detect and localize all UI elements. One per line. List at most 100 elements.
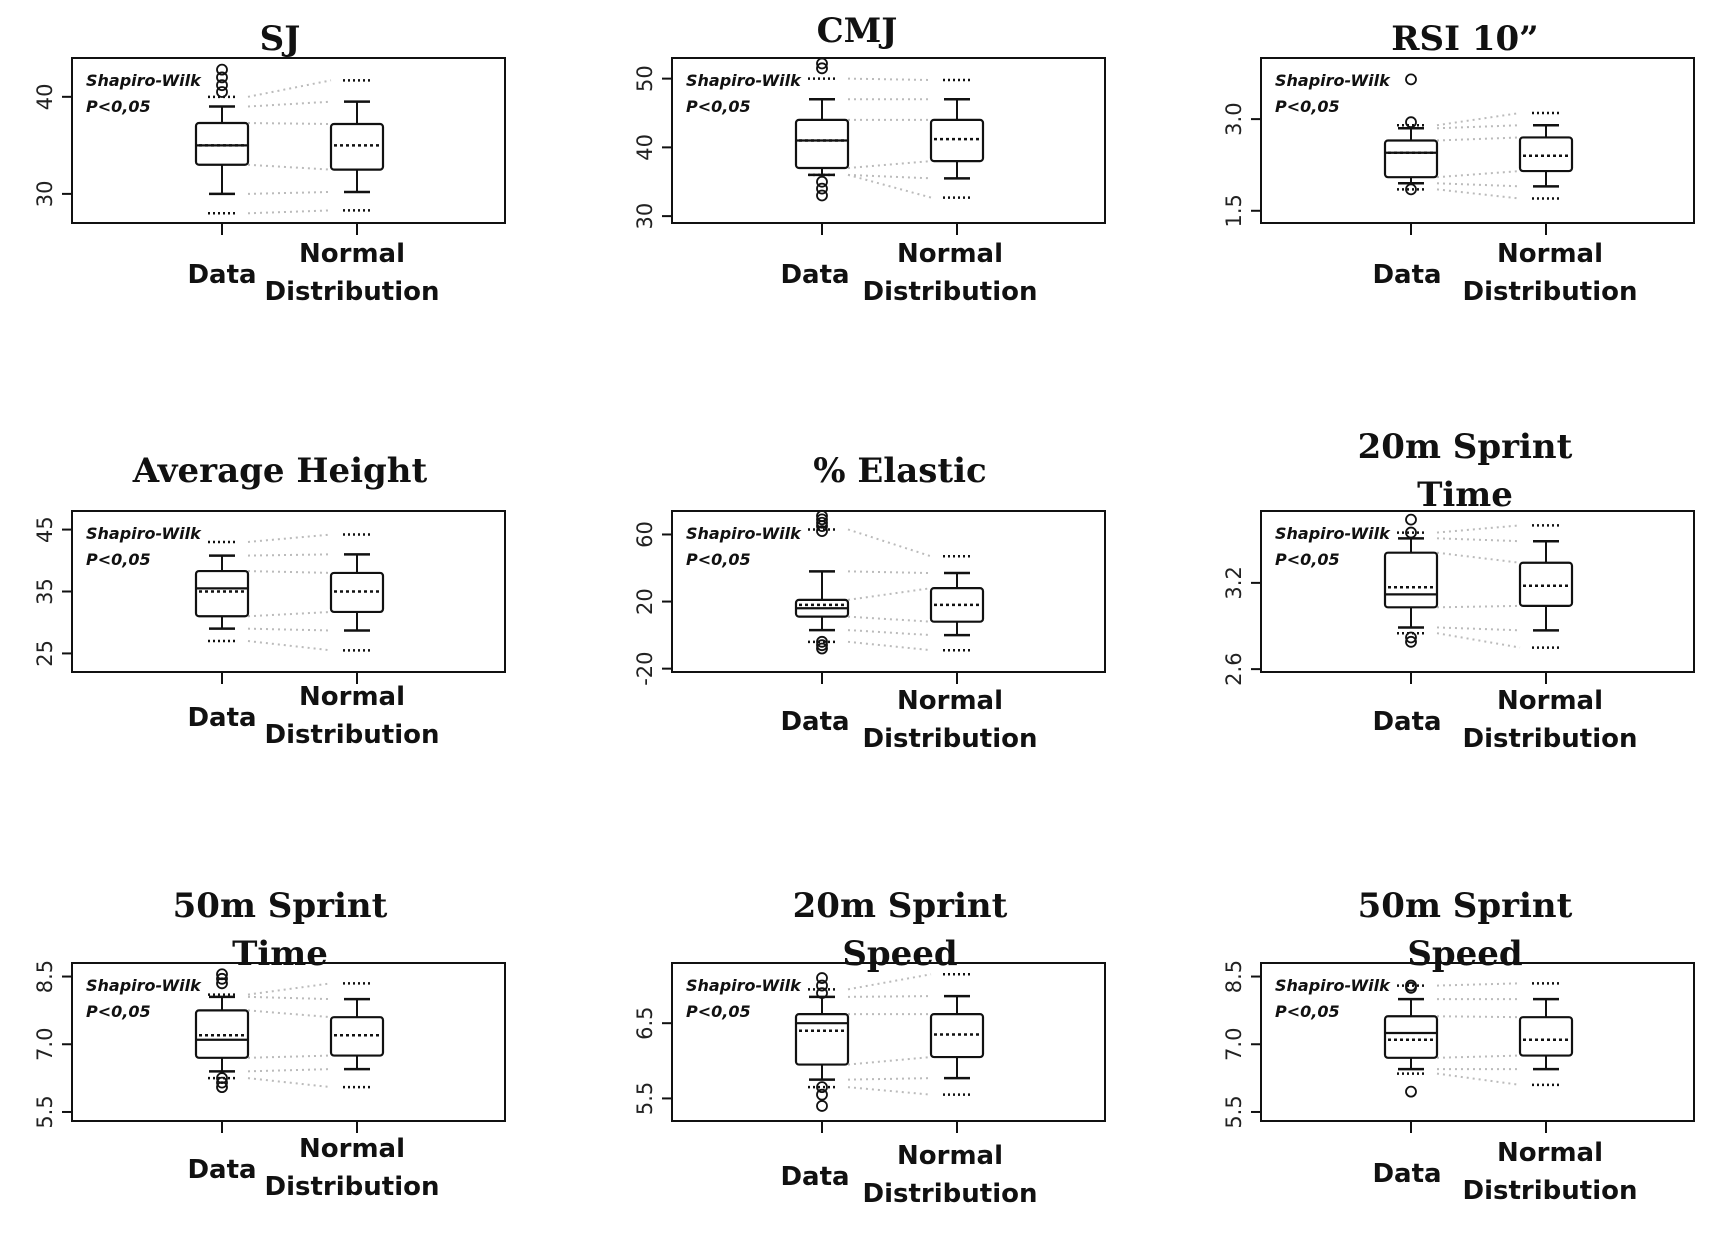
chart-title: 50m Sprint [173,886,388,926]
category-label-data: Data [187,703,256,733]
category-label-data: Data [780,1162,849,1192]
category-label-normal: Distribution [863,724,1038,754]
outlier-point [816,525,828,538]
y-tick-label: 35 [33,578,57,605]
plot-frame [1260,510,1695,673]
category-label-normal: Distribution [863,277,1038,307]
shapiro-wilk-annotation: Shapiro-Wilk [1275,71,1391,90]
connector-line [847,587,932,601]
shapiro-wilk-annotation: P<0,05 [1275,97,1340,116]
y-tick-label: 8.5 [33,960,57,993]
outlier-point [816,513,828,526]
connector-line [247,1009,332,1019]
box-iqr [1383,1015,1439,1059]
category-label-normal: Distribution [1463,1176,1638,1206]
y-tick-label: 25 [33,640,57,667]
outlier-point [216,63,228,76]
connector-line [247,190,332,195]
category-label-normal: Normal [299,1134,405,1164]
box-iqr [794,1013,850,1066]
connector-line [247,553,332,557]
plot-frame [671,510,1106,673]
chart-title: SJ [260,19,301,59]
shapiro-wilk-annotation: Shapiro-Wilk [86,976,202,995]
shapiro-wilk-annotation: P<0,05 [86,97,151,116]
box-data [1383,73,1439,235]
shapiro-wilk-annotation: Shapiro-Wilk [86,71,202,90]
plot-frame [1260,57,1695,224]
shapiro-wilk-annotation: Shapiro-Wilk [686,71,802,90]
category-label-normal: Normal [897,239,1003,269]
chart-panel: SJ3040Shapiro-WilkP<0,05DataNormalDistri… [33,19,506,307]
connector-line [247,995,332,1001]
y-tick-label: 5.5 [633,1082,657,1115]
connector-line [1436,1054,1521,1059]
shapiro-wilk-annotation: P<0,05 [686,97,751,116]
connector-line [247,209,332,215]
chart-title: % Elastic [813,451,986,491]
connector-line [847,1077,932,1081]
outlier-point [1405,116,1417,129]
category-label-normal: Distribution [1463,277,1638,307]
category-label-data: Data [187,260,256,290]
box-iqr [1383,139,1439,179]
shapiro-wilk-annotation: Shapiro-Wilk [686,524,802,543]
outlier-point [816,1081,828,1094]
box-data [194,540,250,684]
plot-frame [71,57,506,224]
y-tick-label: 5.5 [1222,1095,1246,1128]
connector-line [847,640,932,652]
connector-line [247,1068,332,1073]
shapiro-wilk-annotation: Shapiro-Wilk [1275,976,1391,995]
y-tick-label: 30 [33,181,57,208]
box-iqr [794,118,850,170]
outlier-point [216,968,228,981]
connector-line [1436,170,1521,179]
y-tick-label: 3.2 [1222,566,1246,599]
shapiro-wilk-annotation: Shapiro-Wilk [1275,524,1391,543]
y-tick-label: 60 [633,521,657,548]
connector-line [1436,112,1521,127]
y-tick-label: 6.5 [633,1006,657,1039]
box-iqr [329,1016,385,1057]
plot-frame [1260,962,1695,1122]
box-data [794,510,850,684]
connector-line [1436,604,1521,609]
connector-line [847,528,932,558]
chart-title: 20m Sprint [793,886,1008,926]
shapiro-wilk-annotation: P<0,05 [86,1002,151,1021]
box-normal [329,533,385,684]
connector-line [847,615,932,623]
shapiro-wilk-annotation: Shapiro-Wilk [86,524,202,543]
category-label-normal: Distribution [265,720,440,750]
box-data [794,972,850,1133]
category-label-normal: Distribution [265,1172,440,1202]
box-iqr [929,118,985,163]
outlier-point [216,1072,228,1085]
category-label-normal: Normal [897,1141,1003,1171]
chart-title: Time [232,934,328,974]
connector-line [847,1056,932,1066]
y-tick-label: 1.5 [1222,194,1246,227]
chart-title: RSI 10” [1391,19,1538,59]
box-normal [1518,111,1574,235]
y-tick-label: 7.0 [1222,1028,1246,1061]
connector-line [1436,182,1521,188]
y-tick-label: 2.6 [1222,652,1246,685]
shapiro-wilk-annotation: P<0,05 [686,1002,751,1021]
outlier-point [816,639,828,652]
outlier-point [1405,635,1417,648]
shapiro-wilk-annotation: P<0,05 [1275,1002,1340,1021]
connector-line [1436,632,1521,649]
chart-title: Time [1417,475,1513,515]
category-label-normal: Distribution [265,277,440,307]
outlier-point [216,972,228,985]
connector-line [247,79,332,98]
outlier-point [1405,979,1417,992]
connector-line [247,1077,332,1089]
category-label-data: Data [1372,260,1441,290]
category-label-normal: Normal [1497,686,1603,716]
